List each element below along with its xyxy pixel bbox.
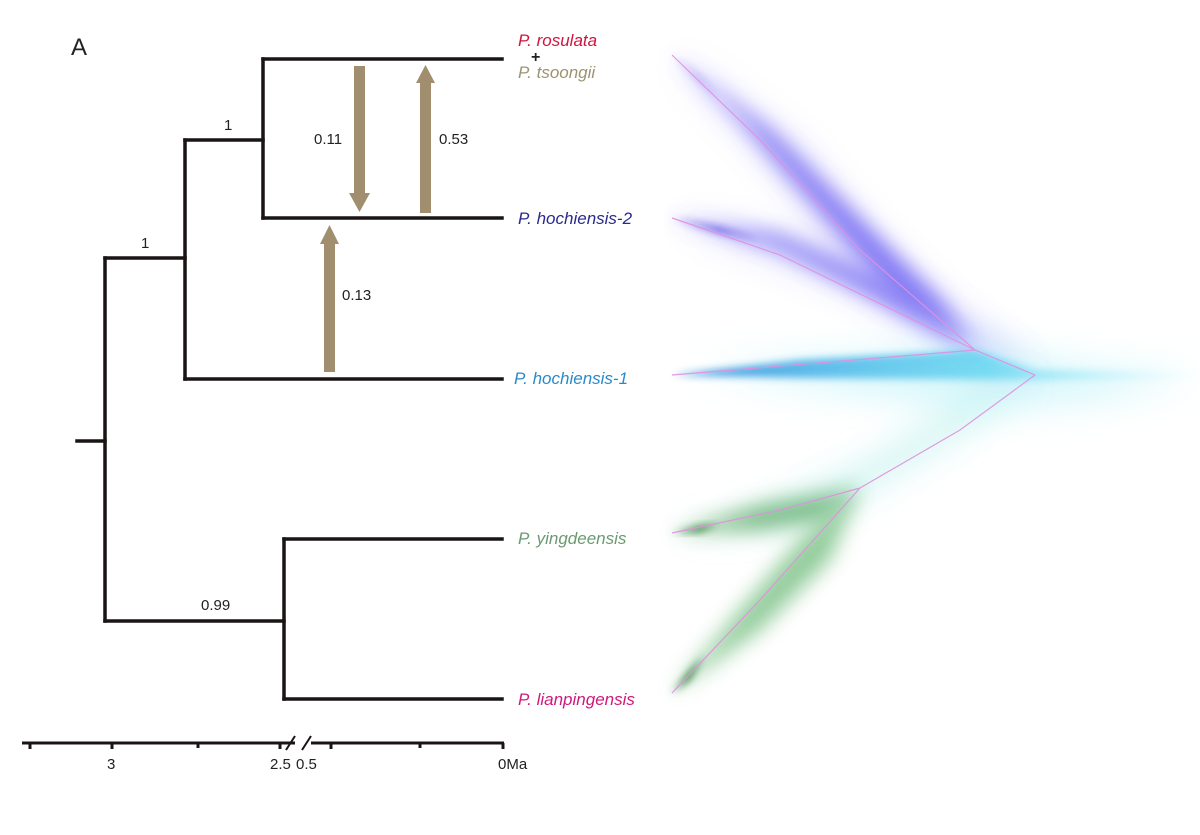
panel-label: A: [71, 34, 88, 61]
taxon-label-tsoongii: P. tsoongii: [518, 63, 596, 82]
axis-tick-label: 0.5: [296, 756, 317, 773]
cloudogram: [671, 54, 1200, 694]
arrow-down-icon: [349, 66, 370, 212]
phylogenetic-tree: [75, 57, 504, 701]
taxon-label-lianpingensis: P. lianpingensis: [518, 690, 635, 709]
time-axis: [22, 735, 505, 751]
axis-tick-label: 3: [107, 756, 116, 773]
axis-tick-label: 0Ma: [498, 756, 528, 773]
taxon-label-yingdeensis: P. yingdeensis: [518, 529, 627, 548]
taxon-label-hochiensis-2: P. hochiensis-2: [518, 209, 633, 228]
migration-arrows: [320, 65, 435, 372]
arrow-up-icon: [320, 225, 339, 372]
support-value: 1: [141, 235, 150, 252]
arrow-up-icon: [416, 65, 435, 213]
support-value: 0.99: [201, 597, 231, 614]
taxon-label-rosulata: P. rosulata: [518, 31, 598, 50]
taxon-label-hochiensis-1: P. hochiensis-1: [514, 369, 629, 388]
migration-rate-label: 0.53: [439, 131, 469, 148]
support-value: 1: [224, 117, 233, 134]
migration-rate-label: 0.11: [314, 131, 343, 148]
axis-tick-label: 2.5: [270, 756, 291, 773]
combined-symbol: +: [531, 49, 541, 66]
migration-rate-label: 0.13: [342, 287, 372, 304]
